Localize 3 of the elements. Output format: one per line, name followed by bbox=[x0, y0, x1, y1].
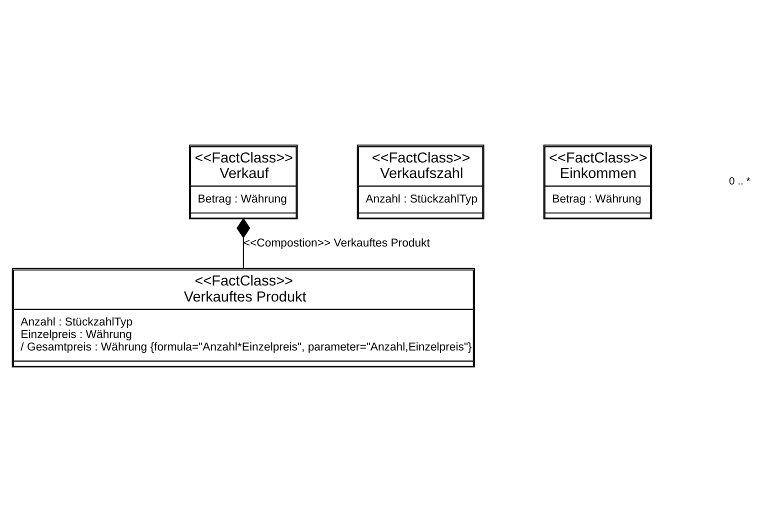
connector bbox=[236, 217, 250, 268]
label: 0 .. * bbox=[729, 176, 750, 188]
edge-label: <<Compostion>> Verkauftes Produkt bbox=[243, 236, 430, 249]
